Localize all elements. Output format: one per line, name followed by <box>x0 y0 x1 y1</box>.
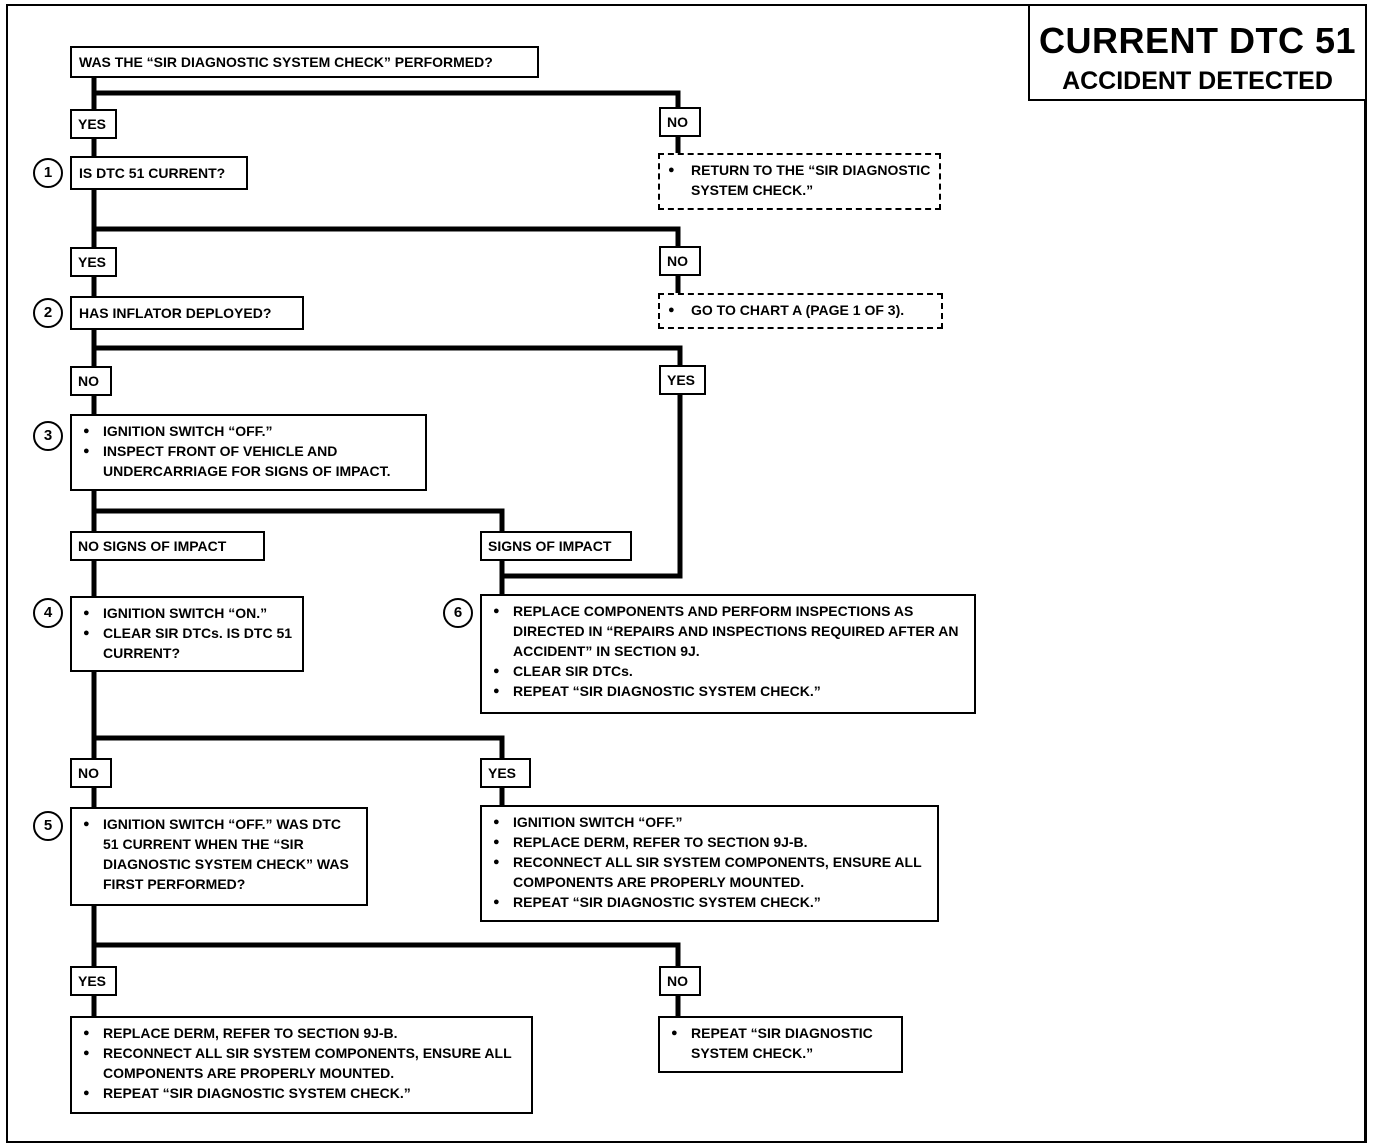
label-yes-2: YES <box>70 247 117 277</box>
result-chart-a: ● GO TO CHART A (PAGE 1 OF 3). <box>658 293 943 329</box>
step-4-list: IGNITION SWITCH “ON.” CLEAR SIR DTCs. IS… <box>79 603 294 663</box>
step-6-list: REPLACE COMPONENTS AND PERFORM INSPECTIO… <box>489 601 966 701</box>
label-no-4: NO <box>70 758 112 788</box>
label-yes-5: YES <box>70 966 117 996</box>
label-yes-1: YES <box>70 109 117 139</box>
step-number-6: 6 <box>443 598 473 628</box>
question-system-check: WAS THE “SIR DIAGNOSTIC SYSTEM CHECK” PE… <box>70 46 539 78</box>
label-no-5: NO <box>659 966 701 996</box>
result-yes-step-4-item-3: RECONNECT ALL SIR SYSTEM COMPONENTS, ENS… <box>489 852 929 892</box>
step-4-item-1: IGNITION SWITCH “ON.” <box>79 603 294 623</box>
label-no-signs-of-impact: NO SIGNS OF IMPACT <box>70 531 265 561</box>
step-6-item-3: REPEAT “SIR DIAGNOSTIC SYSTEM CHECK.” <box>489 681 966 701</box>
label-yes-4: YES <box>480 758 531 788</box>
result-no-step-5-item-1: REPEAT “SIR DIAGNOSTIC SYSTEM CHECK.” <box>667 1023 893 1063</box>
result-no-step-5-list: REPEAT “SIR DIAGNOSTIC SYSTEM CHECK.” <box>667 1023 893 1063</box>
step-3-item-2: INSPECT FRONT OF VEHICLE AND UNDERCARRIA… <box>79 441 417 481</box>
label-signs-of-impact: SIGNS OF IMPACT <box>480 531 632 561</box>
result-yes-step-4-item-4: REPEAT “SIR DIAGNOSTIC SYSTEM CHECK.” <box>489 892 929 912</box>
step-2-box: HAS INFLATOR DEPLOYED? <box>70 296 304 330</box>
step-6-box: REPLACE COMPONENTS AND PERFORM INSPECTIO… <box>480 594 976 714</box>
step-4-item-2: CLEAR SIR DTCs. IS DTC 51 CURRENT? <box>79 623 294 663</box>
chart-subtitle: ACCIDENT DETECTED <box>1062 67 1333 95</box>
result-yes-step-4-list: IGNITION SWITCH “OFF.” REPLACE DERM, REF… <box>489 812 929 912</box>
label-yes-3: YES <box>659 365 706 395</box>
step-5-item-1: IGNITION SWITCH “OFF.” WAS DTC 51 CURREN… <box>79 814 358 894</box>
result-yes-step-5-list: REPLACE DERM, REFER TO SECTION 9J-B. REC… <box>79 1023 523 1103</box>
step-6-item-2: CLEAR SIR DTCs. <box>489 661 966 681</box>
result-yes-step-5: REPLACE DERM, REFER TO SECTION 9J-B. REC… <box>70 1016 533 1114</box>
result-yes-step-5-item-1: REPLACE DERM, REFER TO SECTION 9J-B. <box>79 1023 523 1043</box>
chart-title: CURRENT DTC 51 <box>1038 20 1357 61</box>
label-no-2: NO <box>659 246 701 276</box>
step-1-text: IS DTC 51 CURRENT? <box>79 165 226 181</box>
result-yes-step-4-item-1: IGNITION SWITCH “OFF.” <box>489 812 929 832</box>
result-yes-step-5-item-2: RECONNECT ALL SIR SYSTEM COMPONENTS, ENS… <box>79 1043 523 1083</box>
step-number-3: 3 <box>33 421 63 451</box>
result-chart-a-text: GO TO CHART A (PAGE 1 OF 3). <box>691 302 905 318</box>
step-3-list: IGNITION SWITCH “OFF.” INSPECT FRONT OF … <box>79 421 417 481</box>
bullet-icon: ● <box>668 304 675 316</box>
step-number-1: 1 <box>33 158 63 188</box>
result-yes-step-4-item-2: REPLACE DERM, REFER TO SECTION 9J-B. <box>489 832 929 852</box>
label-no-3: NO <box>70 366 112 396</box>
step-5-list: IGNITION SWITCH “OFF.” WAS DTC 51 CURREN… <box>79 814 358 894</box>
step-number-5: 5 <box>33 811 63 841</box>
bullet-icon: ● <box>668 164 675 176</box>
result-yes-step-4: IGNITION SWITCH “OFF.” REPLACE DERM, REF… <box>480 805 939 922</box>
result-no-step-5: REPEAT “SIR DIAGNOSTIC SYSTEM CHECK.” <box>658 1016 903 1073</box>
step-number-4: 4 <box>33 598 63 628</box>
chart-title-box: CURRENT DTC 51 ACCIDENT DETECTED <box>1028 4 1367 101</box>
step-1-box: IS DTC 51 CURRENT? <box>70 156 248 190</box>
page-frame <box>6 4 1367 1143</box>
step-4-box: IGNITION SWITCH “ON.” CLEAR SIR DTCs. IS… <box>70 596 304 672</box>
result-yes-step-5-item-3: REPEAT “SIR DIAGNOSTIC SYSTEM CHECK.” <box>79 1083 523 1103</box>
label-no-1: NO <box>659 107 701 137</box>
result-return-check-text: RETURN TO THE “SIR DIAGNOSTIC SYSTEM CHE… <box>691 162 931 198</box>
question-system-check-text: WAS THE “SIR DIAGNOSTIC SYSTEM CHECK” PE… <box>79 54 493 70</box>
step-3-box: IGNITION SWITCH “OFF.” INSPECT FRONT OF … <box>70 414 427 491</box>
step-5-box: IGNITION SWITCH “OFF.” WAS DTC 51 CURREN… <box>70 807 368 906</box>
step-number-2: 2 <box>33 298 63 328</box>
result-return-check: ● RETURN TO THE “SIR DIAGNOSTIC SYSTEM C… <box>658 153 941 210</box>
step-2-text: HAS INFLATOR DEPLOYED? <box>79 305 272 321</box>
step-3-item-1: IGNITION SWITCH “OFF.” <box>79 421 417 441</box>
step-6-item-1: REPLACE COMPONENTS AND PERFORM INSPECTIO… <box>489 601 966 661</box>
